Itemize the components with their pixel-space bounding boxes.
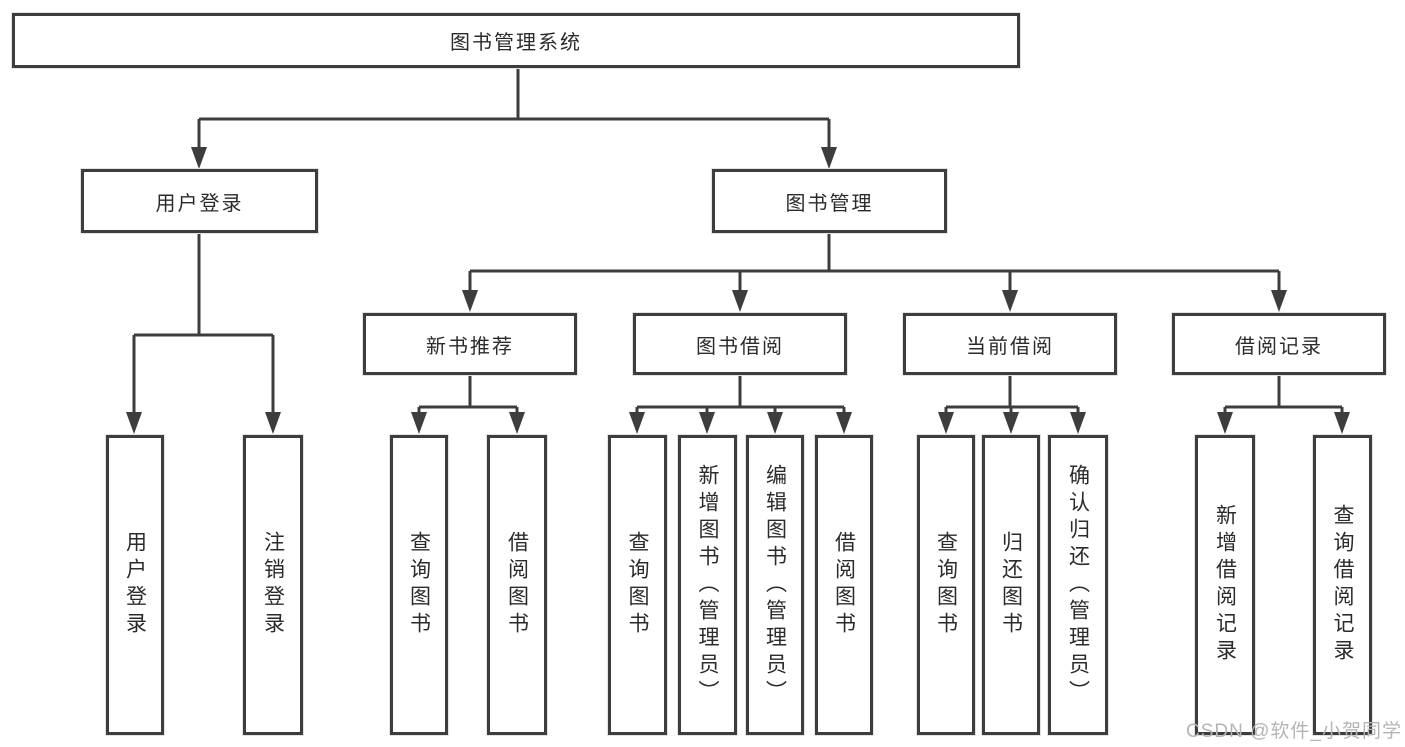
- node-current-borrow: 当前借阅: [903, 313, 1117, 375]
- node-book-borrow-label: 图书借阅: [696, 335, 784, 358]
- connector-root-to-level2: [191, 68, 837, 169]
- leaf-user-login-label: 用户登录: [123, 531, 147, 639]
- node-book-borrow: 图书借阅: [633, 313, 847, 375]
- leaf-current-confirm-label: 确认归还（管理员）: [1066, 463, 1090, 707]
- csdn-watermark: CSDN @软件_小贺同学: [1186, 721, 1402, 742]
- node-book-mgmt: 图书管理: [712, 169, 947, 233]
- leaf-record-query: 查询借阅记录: [1313, 435, 1372, 735]
- node-user-login-label: 用户登录: [155, 192, 244, 215]
- leaf-borrow-book-label: 借阅图书: [832, 531, 856, 639]
- leaf-current-confirm: 确认归还（管理员）: [1048, 435, 1108, 735]
- leaf-borrow-add-label: 新增图书（管理员）: [696, 463, 719, 707]
- leaf-logout-label: 注销登录: [261, 531, 285, 639]
- leaf-borrow-edit: 编辑图书（管理员）: [746, 435, 804, 735]
- connector-book-mgmt-to-level3: [462, 233, 1287, 312]
- connector-borrow-record-to-leaves: [1217, 375, 1350, 434]
- leaf-record-add: 新增借阅记录: [1195, 435, 1255, 735]
- connector-new-book-to-leaves: [411, 375, 525, 434]
- connector-current-borrow-to-leaves: [938, 375, 1086, 434]
- node-root: 图书管理系统: [12, 13, 1020, 68]
- node-root-label: 图书管理系统: [450, 32, 582, 54]
- leaf-new-book-borrow: 借阅图书: [487, 435, 547, 735]
- node-borrow-record-label: 借阅记录: [1235, 335, 1323, 358]
- leaf-new-book-query-label: 查询图书: [407, 531, 431, 639]
- node-current-borrow-label: 当前借阅: [966, 335, 1054, 358]
- leaf-current-query: 查询图书: [917, 435, 975, 735]
- leaf-current-return: 归还图书: [982, 435, 1040, 735]
- leaf-record-query-label: 查询借阅记录: [1331, 504, 1354, 666]
- connector-book-borrow-to-leaves: [629, 375, 852, 434]
- connector-user-login-to-leaves: [126, 233, 281, 434]
- leaf-current-query-label: 查询图书: [934, 531, 958, 639]
- leaf-borrow-book: 借阅图书: [815, 435, 873, 735]
- node-book-mgmt-label: 图书管理: [785, 192, 874, 215]
- leaf-new-book-borrow-label: 借阅图书: [505, 531, 529, 639]
- leaf-current-return-label: 归还图书: [999, 531, 1023, 639]
- node-new-book: 新书推荐: [363, 313, 577, 375]
- node-new-book-label: 新书推荐: [426, 335, 514, 358]
- leaf-user-login: 用户登录: [106, 435, 164, 735]
- node-user-login: 用户登录: [81, 169, 318, 233]
- leaf-record-add-label: 新增借阅记录: [1213, 504, 1237, 666]
- leaf-borrow-query: 查询图书: [608, 435, 667, 735]
- leaf-logout: 注销登录: [243, 435, 303, 735]
- leaf-borrow-edit-label: 编辑图书（管理员）: [763, 463, 787, 707]
- leaf-new-book-query: 查询图书: [390, 435, 448, 735]
- leaf-borrow-add: 新增图书（管理员）: [678, 435, 737, 735]
- node-borrow-record: 借阅记录: [1172, 313, 1386, 375]
- leaf-borrow-query-label: 查询图书: [626, 531, 649, 639]
